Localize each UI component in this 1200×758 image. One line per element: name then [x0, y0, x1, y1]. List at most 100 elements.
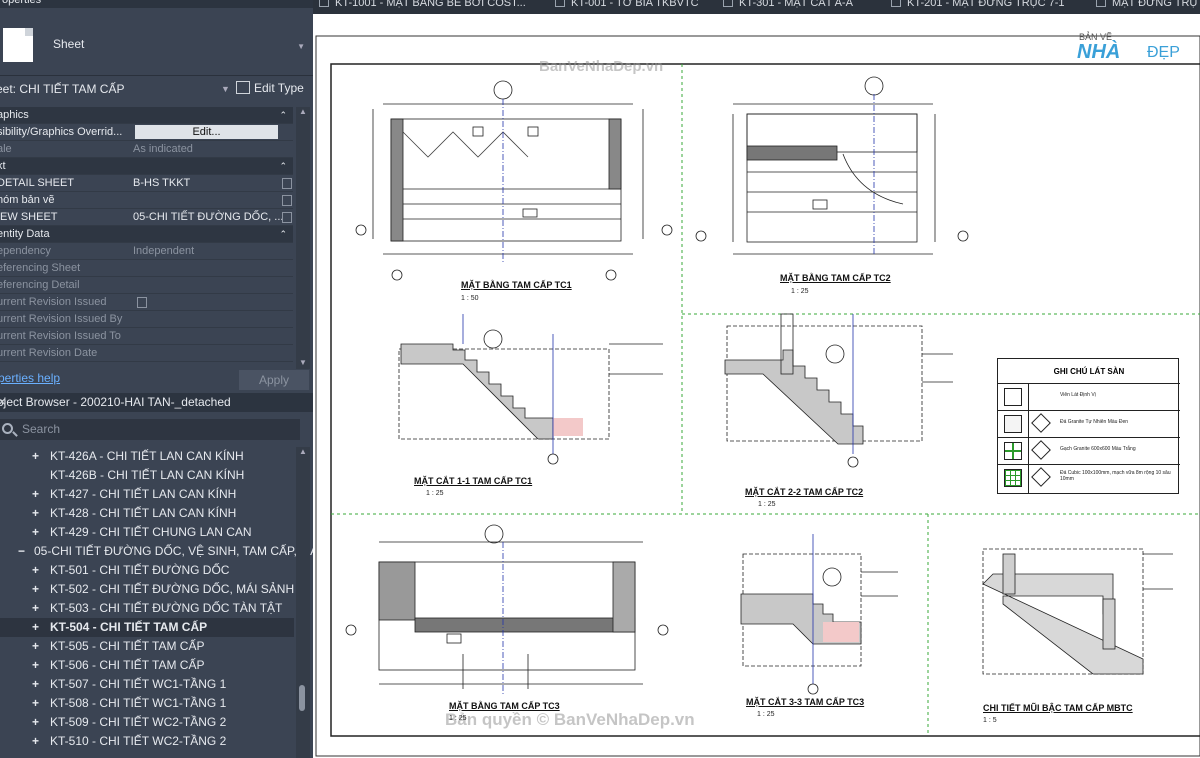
expand-icon[interactable]: + [32, 677, 40, 691]
tab-kt-201[interactable]: KT-201 - MẶT ĐỨNG TRỤC 7-1 [891, 0, 1065, 11]
property-category[interactable]: entity Data⌃ [0, 226, 293, 243]
expand-icon[interactable]: + [32, 601, 40, 615]
drawing-canvas[interactable]: BẢN VẼ NHÀ ĐẸP BanVeNhaDep.vn Bản quyền … [313, 14, 1200, 758]
checkbox[interactable] [282, 195, 292, 206]
property-value[interactable]: B-HS TKKT [133, 177, 191, 189]
checkbox[interactable] [282, 212, 292, 223]
property-value[interactable]: 05-CHI TIẾT ĐƯỜNG DỐC, ... [133, 211, 284, 223]
tab-label: KT-1001 - MẶT BẰNG BỂ BƠI COST... [335, 0, 526, 9]
tree-item[interactable]: KT-426B - CHI TIẾT LAN CAN KÍNH [0, 466, 294, 485]
expand-icon[interactable]: + [32, 582, 40, 596]
property-row[interactable]: eferencing Sheet [0, 260, 293, 277]
expand-icon[interactable]: + [32, 715, 40, 729]
property-row[interactable]: urrent Revision Date [0, 345, 293, 362]
expand-icon[interactable]: + [32, 449, 40, 463]
collapse-icon[interactable]: ⌃ [279, 229, 287, 239]
property-value[interactable]: Independent [133, 245, 195, 257]
property-row[interactable]: sibility/Graphics Overrid...Edit... [0, 124, 293, 141]
tree-item[interactable]: +KT-509 - CHI TIẾT WC2-TẦNG 2 [0, 713, 294, 732]
sheet-icon [555, 0, 565, 7]
tab-kt-301[interactable]: KT-301 - MẶT CẮT A-A [723, 0, 853, 11]
browser-scrollbar[interactable]: ▲ [296, 447, 310, 758]
property-row[interactable]: aleAs indicated [0, 141, 293, 158]
tab-kt-1001[interactable]: KT-1001 - MẶT BẰNG BỂ BƠI COST... [319, 0, 526, 11]
expand-icon[interactable]: + [32, 563, 40, 577]
view-tabs: KT-1001 - MẶT BẰNG BỂ BƠI COST... KT-001… [313, 0, 1200, 14]
close-icon[interactable]: ✕ [0, 395, 8, 409]
tree-item[interactable]: +KT-428 - CHI TIẾT LAN CAN KÍNH [0, 504, 294, 523]
tree-item[interactable]: +KT-502 - CHI TIẾT ĐƯỜNG DỐC, MÁI SẢNH [0, 580, 294, 599]
scroll-thumb[interactable] [299, 685, 305, 711]
collapse-icon[interactable]: ⌃ [279, 110, 287, 120]
scroll-up-icon[interactable]: ▲ [299, 107, 307, 116]
tree-item[interactable]: +KT-429 - CHI TIẾT CHUNG LAN CAN [0, 523, 294, 542]
legend-text: Gạch Granite 600x600 Màu Trắng [1060, 446, 1136, 452]
expand-icon[interactable]: + [32, 487, 40, 501]
sheet-icon [723, 0, 733, 7]
view-title[interactable]: MẶT BẰNG TAM CẤP TC3 [449, 701, 560, 711]
checkbox[interactable] [282, 178, 292, 189]
view-title[interactable]: MẶT CẮT 2-2 TAM CẤP TC2 [745, 487, 864, 497]
tab-kt-001[interactable]: KT-001 - TỜ BÌA TKBVTC [555, 0, 699, 11]
legend-row: Đá Cubic 100x100mm, mạch vữa 8m rộng 10 … [998, 465, 1180, 492]
watermark-bottom: Bản quyền © BanVeNhaDep.vn [445, 710, 695, 729]
property-row[interactable]: hóm bản vẽ [0, 192, 293, 209]
tree-item[interactable]: +KT-510 - CHI TIẾT WC2-TẦNG 2 [0, 732, 294, 751]
floor-finish-legend[interactable]: GHI CHÚ LÁT SÀN Viên Lát Định Vị Đá Gran… [997, 358, 1180, 494]
property-value[interactable]: As indicated [133, 143, 193, 155]
tree-item[interactable]: +KT-507 - CHI TIẾT WC1-TẦNG 1 [0, 675, 294, 694]
scroll-down-icon[interactable]: ▼ [299, 358, 307, 367]
tree-item-label: 05-CHI TIẾT ĐƯỜNG DỐC, VỆ SINH, TAM CẤP,… [34, 544, 322, 558]
instance-selector[interactable]: eet: CHI TIẾT TAM CẤP [0, 82, 125, 96]
chevron-down-icon[interactable]: ▼ [221, 84, 230, 94]
view-title[interactable]: MẶT CẮT 3-3 TAM CẤP TC3 [746, 697, 865, 707]
tree-item[interactable]: +KT-427 - CHI TIẾT LAN CAN KÍNH [0, 485, 294, 504]
type-selector[interactable]: Sheet ▼ [0, 10, 313, 76]
tab-mat-dung[interactable]: MẶT ĐỨNG TRỤ [1096, 0, 1197, 11]
tree-item[interactable]: +KT-505 - CHI TIẾT TAM CẤP [0, 637, 294, 656]
expand-icon[interactable]: + [32, 734, 40, 748]
view-title[interactable]: MẶT CẮT 1-1 TAM CẤP TC1 [414, 476, 533, 486]
search-input[interactable]: Search [0, 419, 300, 440]
tree-item[interactable]: +KT-508 - CHI TIẾT WC1-TẦNG 1 [0, 694, 294, 713]
apply-button[interactable]: Apply [239, 370, 309, 390]
scroll-up-icon[interactable]: ▲ [299, 447, 307, 456]
close-icon[interactable]: ✕ [298, 0, 307, 2]
tree-item[interactable]: + KT-501 - CHI TIẾT ĐƯỜNG DỐC [0, 561, 294, 580]
chevron-down-icon[interactable]: ▼ [297, 42, 305, 51]
properties-help-link[interactable]: perties help [0, 371, 61, 385]
property-row[interactable]: urrent Revision Issued By [0, 311, 293, 328]
expand-icon[interactable]: + [32, 658, 40, 672]
edit-button[interactable]: Edit... [135, 125, 278, 139]
expand-icon[interactable]: + [32, 639, 40, 653]
legend-tag [1031, 413, 1051, 433]
view-title[interactable]: CHI TIẾT MŨI BẬC TAM CẤP MBTC [983, 703, 1133, 713]
tree-group[interactable]: −05-CHI TIẾT ĐƯỜNG DỐC, VỆ SINH, TAM CẤP… [0, 542, 321, 561]
collapse-icon[interactable]: − [18, 544, 26, 558]
tree-item[interactable]: +KT-426A - CHI TIẾT LAN CAN KÍNH [0, 447, 294, 466]
property-row[interactable]: urrent Revision Issued To [0, 328, 293, 345]
tree-item[interactable]: +KT-506 - CHI TIẾT TAM CẤP [0, 656, 294, 675]
checkbox[interactable] [137, 297, 147, 308]
expand-icon[interactable]: + [32, 696, 40, 710]
expand-icon[interactable]: + [32, 525, 40, 539]
property-category[interactable]: xt⌃ [0, 158, 293, 175]
collapse-icon[interactable]: ⌃ [279, 161, 287, 171]
view-title[interactable]: MẶT BẰNG TAM CẤP TC1 [461, 280, 572, 290]
expand-icon[interactable]: + [32, 620, 40, 634]
property-row[interactable]: eferencing Detail [0, 277, 293, 294]
edit-type-button[interactable]: Edit Type [236, 81, 304, 95]
tree-item[interactable]: +KT-503 - CHI TIẾT ĐƯỜNG DỐC TÀN TẬT [0, 599, 294, 618]
tree-item[interactable]: +KT-504 - CHI TIẾT TAM CẤP [0, 618, 294, 637]
expand-icon[interactable]: + [32, 506, 40, 520]
property-row[interactable]: urrent Revision Issued [0, 294, 293, 311]
property-name: urrent Revision Issued By [0, 313, 123, 325]
property-category[interactable]: aphics⌃ [0, 107, 293, 124]
view-scale: 1 : 25 [449, 715, 467, 722]
tree-item-label: KT-501 - CHI TIẾT ĐƯỜNG DỐC [50, 563, 230, 577]
properties-scrollbar[interactable]: ▲ ▼ [296, 107, 310, 369]
view-title[interactable]: MẶT BẰNG TAM CẤP TC2 [780, 273, 891, 283]
